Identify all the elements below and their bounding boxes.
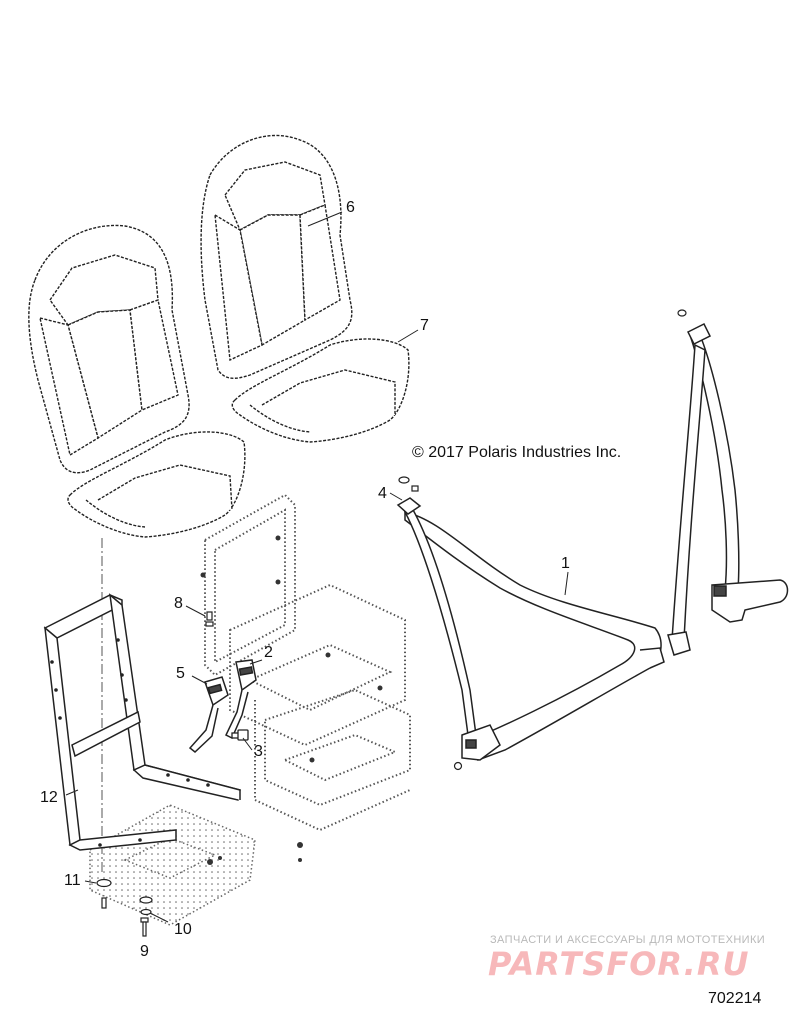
callout-2: 2 xyxy=(264,644,273,661)
callout-leader-7 xyxy=(397,329,419,343)
base-frame-phantom xyxy=(204,493,411,832)
belt-right-nut xyxy=(677,309,687,317)
callout-leader-12 xyxy=(65,789,79,796)
washer-11 xyxy=(96,878,112,909)
seat-bottom-front xyxy=(67,431,246,538)
callout-leader-4 xyxy=(389,492,403,501)
callout-leader-11 xyxy=(84,880,97,884)
callout-leader-6 xyxy=(307,211,343,227)
seat-belt-right xyxy=(667,322,789,656)
callout-7: 7 xyxy=(420,317,429,334)
bracket-holes xyxy=(50,638,210,847)
floor-plate-outline xyxy=(89,804,256,926)
callout-3: 3 xyxy=(254,743,263,760)
seat-back-front xyxy=(28,224,190,474)
diagram-number: 702214 xyxy=(708,990,762,1007)
callout-8: 8 xyxy=(174,595,183,612)
watermark-logo: PARTSFOR.RU xyxy=(488,946,749,980)
fastener-8 xyxy=(205,611,214,627)
callout-leader-1 xyxy=(564,571,569,596)
nut-4 xyxy=(398,476,419,492)
watermark-subtitle: ЗАПЧАСТИ И АКСЕССУАРЫ ДЛЯ МОТОТЕХНИКИ xyxy=(490,934,766,946)
callout-leader-10 xyxy=(149,912,169,923)
copyright-notice: © 2017 Polaris Industries Inc. xyxy=(412,444,622,461)
callout-5: 5 xyxy=(176,665,185,682)
callout-leader-2 xyxy=(249,659,263,665)
buckle-2 xyxy=(225,659,257,740)
seat-bottom-7 xyxy=(231,338,410,443)
floor-plate-phantom xyxy=(90,805,255,925)
belt-nut xyxy=(453,761,463,771)
callout-4: 4 xyxy=(378,485,387,502)
callout-1: 1 xyxy=(561,555,570,572)
callout-leader-5 xyxy=(191,675,208,685)
bolt-holes xyxy=(200,535,383,865)
callout-10: 10 xyxy=(174,921,192,938)
svg-text:PARTSFOR.RU: PARTSFOR.RU xyxy=(488,946,749,980)
seat-belt-1 xyxy=(396,497,665,761)
callout-12: 12 xyxy=(40,789,58,806)
seat-back-6 xyxy=(200,134,353,379)
callout-6: 6 xyxy=(346,199,355,216)
buckle-5 xyxy=(188,676,229,753)
bolt-3 xyxy=(231,729,249,741)
bolt-9 xyxy=(140,917,149,937)
callout-9: 9 xyxy=(140,943,149,960)
callout-11: 11 xyxy=(64,872,81,889)
callout-leader-8 xyxy=(185,605,206,617)
callout-leader-3 xyxy=(242,737,253,751)
nut-10 xyxy=(139,896,153,916)
